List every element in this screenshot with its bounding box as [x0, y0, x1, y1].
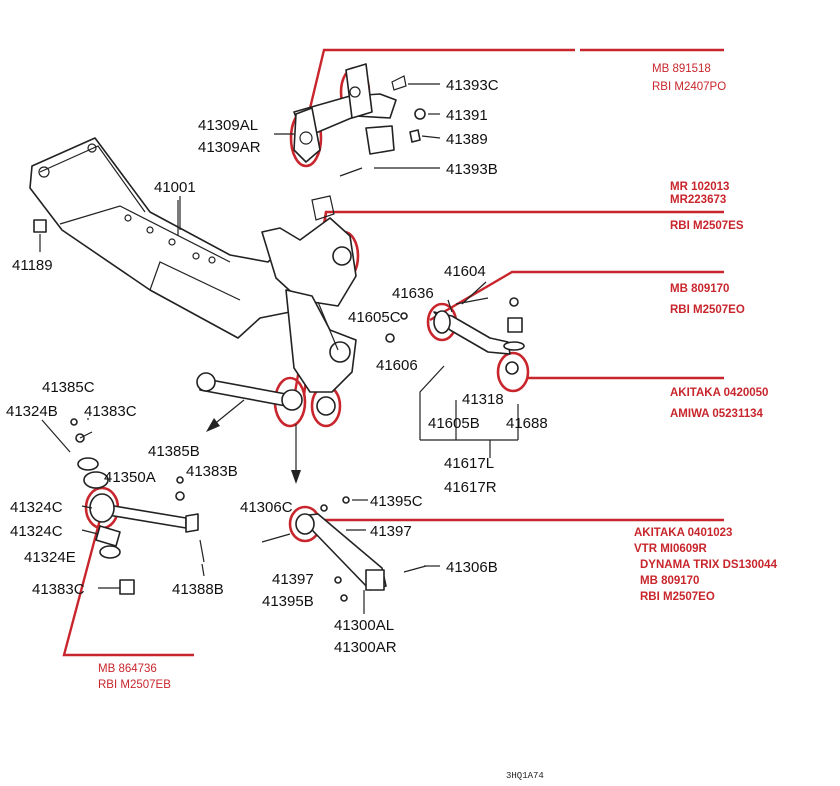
label-41388b: 41388B [172, 581, 224, 598]
label-41001: 41001 [154, 179, 196, 196]
label-41306b: 41306B [446, 559, 498, 576]
label-41383c-bottom: 41383C [32, 581, 85, 598]
label-41324c-b: 41324C [10, 523, 63, 540]
xref-g2-line3: RBI M2507ES [670, 220, 744, 232]
label-41617r: 41617R [444, 479, 497, 496]
xref-g1-line1: MB 891518 [652, 63, 711, 75]
direction-arrows [206, 399, 301, 484]
label-41606: 41606 [376, 357, 418, 374]
label-41391: 41391 [446, 107, 488, 124]
label-41605b: 41605B [428, 415, 480, 432]
label-41300al: 41300AL [334, 617, 394, 634]
label-41383b: 41383B [186, 463, 238, 480]
label-41395c: 41395C [370, 493, 423, 510]
stabilizer-bar [293, 63, 426, 177]
link-41350a [70, 418, 205, 595]
label-41309ar: 41309AR [198, 139, 261, 156]
label-41604: 41604 [444, 263, 486, 280]
xref-g6-line1: MB 864736 [98, 663, 157, 675]
label-41605c: 41605C [348, 309, 401, 326]
label-41324c-a: 41324C [10, 499, 63, 516]
lower-arm-41300a [261, 496, 427, 602]
label-41397-a: 41397 [370, 523, 412, 540]
xref-g3-line1: MB 809170 [670, 283, 729, 295]
label-41318: 41318 [462, 391, 504, 408]
label-41617l: 41617L [444, 455, 494, 472]
label-41397-b: 41397 [272, 571, 314, 588]
footer-code: 3HQ1A74 [506, 771, 544, 781]
xref-g5-line2: VTR MI0609R [634, 543, 708, 555]
label-41324e: 41324E [24, 549, 76, 566]
trailing-arm [261, 195, 357, 393]
label-41636: 41636 [392, 285, 434, 302]
cross-reference-labels: MB 891518 RBI M2407PO MR 102013 MR223673… [98, 63, 778, 691]
lower-link [196, 372, 336, 416]
label-41300ar: 41300AR [334, 639, 397, 656]
upper-arm-41636 [385, 297, 525, 375]
label-41688: 41688 [506, 415, 548, 432]
label-41189: 41189 [12, 257, 53, 274]
label-41395b: 41395B [262, 593, 314, 610]
label-41389: 41389 [446, 131, 488, 148]
label-41393c: 41393C [446, 77, 499, 94]
xref-g1-line2: RBI M2407PO [652, 81, 726, 93]
line-art [29, 63, 525, 614]
xref-g2-line2: MR223673 [670, 194, 726, 206]
part-number-labels: 41393C 41391 41389 41309AL 41309AR 41393… [6, 77, 548, 656]
label-41324b: 41324B [6, 403, 58, 420]
bump-stop-41189 [33, 219, 47, 233]
xref-g4-line1: AKITAKA 0420050 [670, 387, 768, 399]
xref-g3-line2: RBI M2507EO [670, 304, 745, 316]
highlight-ball-joint [496, 351, 530, 393]
label-41383c-top: 41383C [84, 403, 137, 420]
leader-lines [39, 83, 487, 614]
label-41385b: 41385B [148, 443, 200, 460]
xref-g6-line2: RBI M2507EB [98, 679, 171, 691]
xref-g2-line1: MR 102013 [670, 181, 729, 193]
xref-g5-line5: RBI M2507EO [640, 591, 715, 603]
leader-bracket [419, 365, 519, 458]
label-41350a: 41350A [104, 469, 156, 486]
xref-g5-line1: AKITAKA 0401023 [634, 527, 732, 539]
xref-g4-line2: AMIWA 05231134 [670, 408, 764, 420]
label-41309al: 41309AL [198, 117, 258, 134]
xref-g5-line3: DYNAMA TRIX DS130044 [640, 559, 778, 571]
label-41393b: 41393B [446, 161, 498, 178]
xref-g5-line4: MB 809170 [640, 575, 699, 587]
label-41306c: 41306C [240, 499, 293, 516]
label-41385c: 41385C [42, 379, 95, 396]
